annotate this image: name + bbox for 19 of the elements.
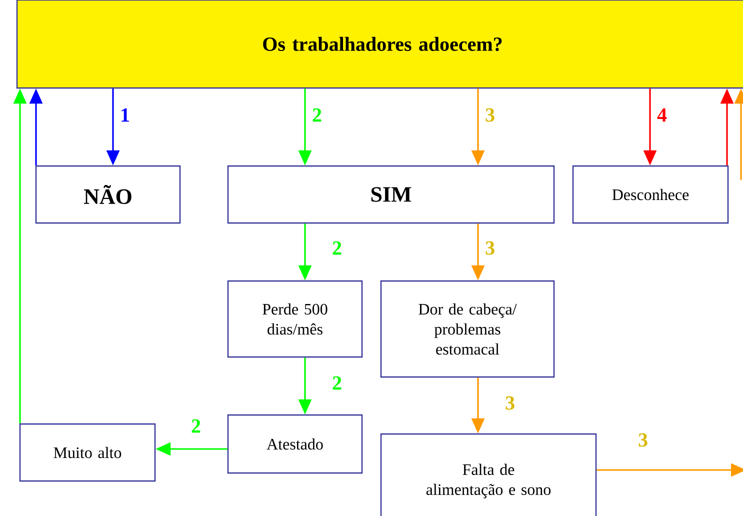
process-box: Falta de alimentação e sono (380, 433, 597, 516)
edge-label: 2 (331, 375, 343, 391)
edge-label: 3 (484, 107, 496, 123)
edge-label: 4 (656, 107, 668, 123)
process-box: Desconhece (572, 165, 729, 224)
edge-label: 3 (637, 432, 649, 448)
title-box: Os trabalhadores adoecem? (16, 0, 743, 89)
edge-label: 1 (119, 107, 131, 123)
process-box: Atestado (227, 414, 363, 474)
process-box: Muito alto (19, 423, 156, 482)
process-box: SIM (227, 165, 555, 224)
edge-label: 3 (484, 240, 496, 256)
process-box: Dor de cabeça/ problemas estomacal (380, 280, 555, 378)
process-box: Perde 500 dias/mês (227, 280, 363, 358)
edge-label: 2 (331, 240, 343, 256)
edge-label: 2 (190, 418, 202, 434)
edge-label: 3 (504, 395, 516, 411)
process-box: NÃO (35, 165, 181, 224)
edge-label: 2 (311, 107, 323, 123)
